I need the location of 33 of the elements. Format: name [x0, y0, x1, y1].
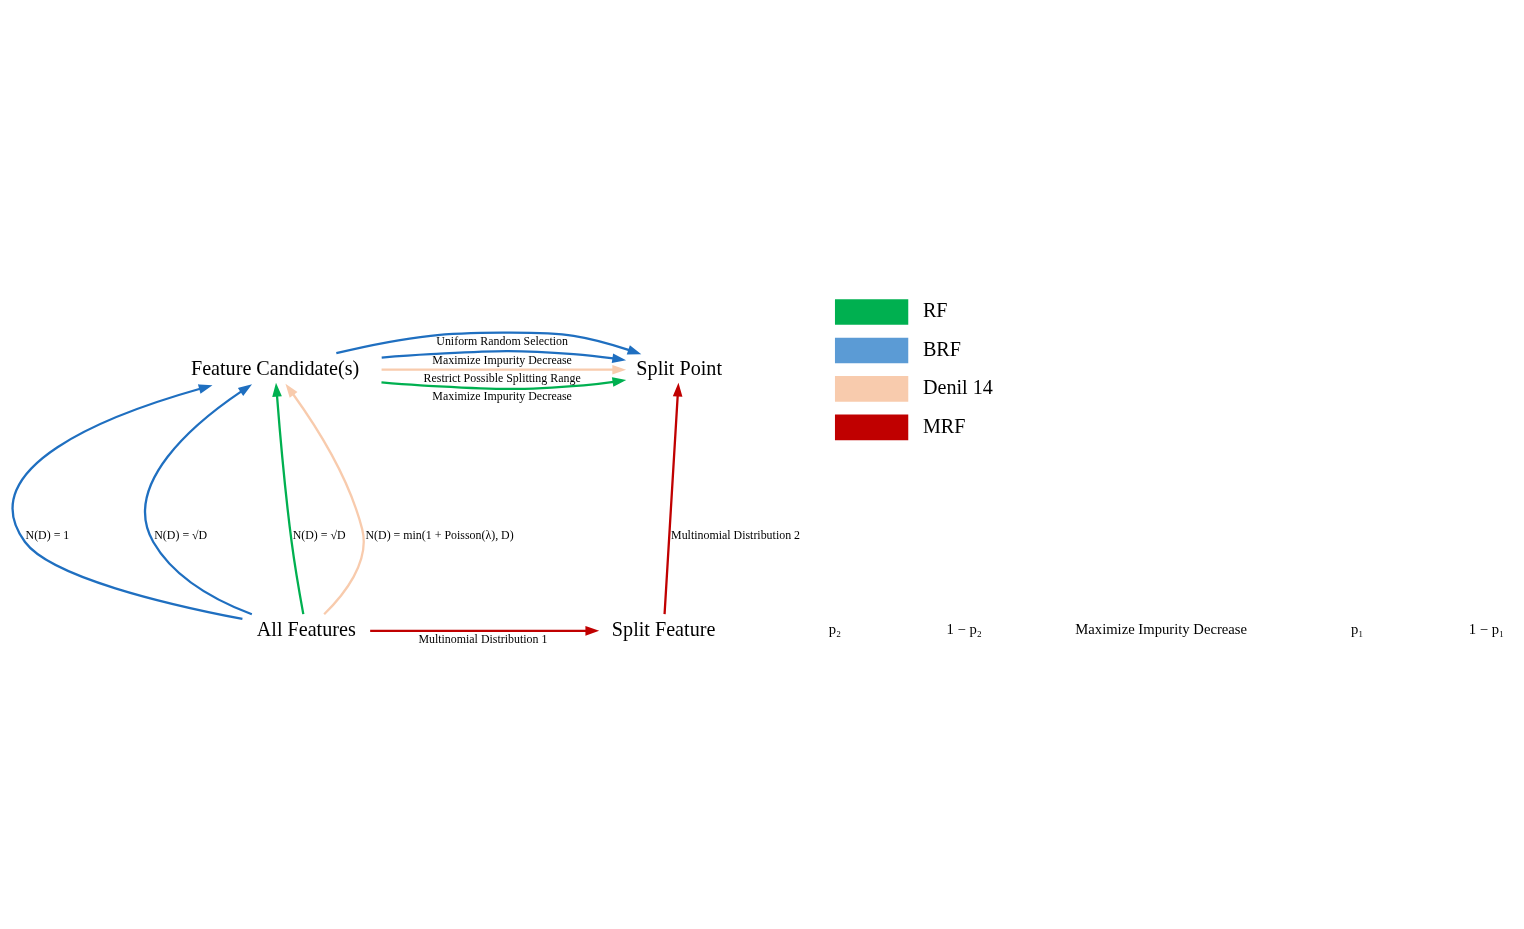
label: Maximize Impurity Decrease [1075, 620, 1248, 637]
arrow [11, 383, 243, 620]
legend-label: Denil 14 [922, 375, 993, 398]
arrow [381, 349, 627, 363]
node-text: Split Point [636, 356, 723, 379]
label: p₁ [1351, 620, 1364, 637]
arrow [370, 625, 600, 636]
legend-label: MRF [922, 414, 966, 437]
edge-label: Maximize Impurity Decrease [432, 388, 572, 403]
arrow [144, 383, 253, 615]
legend-label: RF [922, 298, 948, 321]
edge-label: N(D) = 1 [25, 527, 70, 542]
node-text: All Features [256, 617, 356, 640]
edge-label: Restrict Possible Splitting Range [423, 370, 581, 385]
edge-label: Multinomial Distribution 2 [671, 527, 801, 542]
arrow [336, 331, 642, 354]
legend-label: BRF [922, 337, 961, 360]
arrow [381, 376, 627, 390]
label: p₂ [828, 620, 842, 637]
node-text: Feature Candidate(s) [190, 356, 360, 379]
arrow [381, 364, 627, 375]
label: 1 − p₂ [946, 620, 982, 637]
edge-label: N(D) = min(1 + Poisson(λ), D) [365, 527, 514, 542]
arrow [272, 382, 305, 614]
edge-label: Uniform Random Selection [436, 333, 568, 348]
edge-label: Multinomial Distribution 1 [418, 631, 548, 646]
node-text: Split Feature [611, 617, 716, 640]
arrow [285, 383, 365, 615]
edge-label: N(D) = √D [154, 527, 208, 542]
edge-label: N(D) = √D [292, 527, 346, 542]
edge-label: Maximize Impurity Decrease [432, 352, 572, 367]
arrow [663, 382, 683, 614]
label: 1 − p₁ [1468, 620, 1505, 637]
